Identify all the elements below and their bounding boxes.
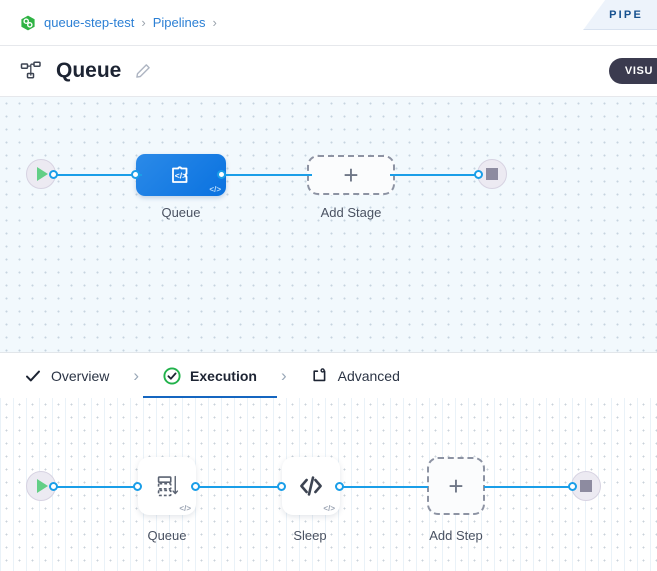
step-start-output-connector[interactable]: [49, 482, 58, 491]
edge-queue-to-addstage: [222, 174, 312, 176]
play-icon: [37, 479, 48, 493]
step-graph-canvas[interactable]: </> Queue </> Sleep + Add Step: [0, 398, 657, 571]
add-step-label: Add Step: [429, 528, 483, 543]
stage-graph-canvas[interactable]: </> </> Queue + Add Stage: [0, 97, 657, 352]
step-node-sleep-badge: </>: [323, 504, 335, 513]
stage-end-input-connector[interactable]: [474, 170, 483, 179]
stop-icon: [580, 480, 592, 492]
step-queue-output-connector[interactable]: [191, 482, 200, 491]
stage-end-node[interactable]: [477, 159, 507, 189]
breadcrumb-item-pipelines[interactable]: Pipelines: [152, 15, 206, 30]
ribbon-label: PIPE: [609, 8, 643, 21]
pipeline-tab-strip: Overview › Execution › Advanced: [0, 352, 657, 399]
check-circle-icon: [163, 366, 181, 385]
stage-node-queue-badge: </>: [209, 185, 221, 194]
sitemap-icon: [20, 59, 44, 83]
edge-queue-to-sleep: [196, 486, 282, 488]
breadcrumb-separator-2: ›: [212, 15, 217, 30]
edge-addstep-to-end: [484, 486, 576, 488]
edge-sleep-to-addstep: [340, 486, 428, 488]
stage-node-queue-label: Queue: [161, 205, 201, 220]
svg-text:</>: </>: [175, 170, 187, 180]
step-queue-input-connector[interactable]: [133, 482, 142, 491]
breadcrumb-item-project[interactable]: queue-step-test: [44, 15, 135, 30]
edge-start-to-queue-step: [52, 486, 138, 488]
step-end-input-connector[interactable]: [568, 482, 577, 491]
step-sleep-input-connector[interactable]: [277, 482, 286, 491]
step-node-queue[interactable]: </>: [138, 457, 196, 515]
pencil-icon[interactable]: [135, 63, 151, 79]
page-title: Queue: [56, 59, 122, 82]
pipelines-ribbon-tab[interactable]: PIPE: [583, 0, 657, 30]
breadcrumb-bar: queue-step-test › Pipelines ›: [0, 0, 657, 46]
visualize-button[interactable]: VISU: [608, 58, 657, 84]
tab-overview[interactable]: Overview: [22, 353, 111, 399]
stage-queue-input-connector[interactable]: [131, 170, 140, 179]
add-stage-button[interactable]: +: [307, 155, 395, 195]
breadcrumb-separator-1: ›: [141, 15, 146, 30]
add-stage-label: Add Stage: [320, 205, 382, 220]
project-logo-icon: [20, 15, 36, 31]
edge-start-to-queue: [52, 174, 142, 176]
folder-gear-icon: [311, 367, 329, 385]
stage-start-output-connector[interactable]: [49, 170, 58, 179]
tab-chevron-1: ›: [133, 365, 140, 385]
stop-icon: [486, 168, 498, 180]
tab-chevron-2: ›: [280, 365, 287, 385]
tab-advanced-label: Advanced: [337, 367, 400, 384]
play-icon: [37, 167, 48, 181]
step-node-queue-label: Queue: [147, 528, 187, 543]
tab-execution[interactable]: Execution: [143, 353, 277, 399]
stage-queue-output-connector[interactable]: [217, 170, 226, 179]
tab-advanced[interactable]: Advanced: [309, 353, 402, 399]
plus-icon: +: [343, 160, 359, 190]
step-node-sleep[interactable]: </>: [282, 457, 340, 515]
edge-addstage-to-end: [390, 174, 482, 176]
plus-icon: +: [448, 471, 464, 501]
check-icon: [24, 367, 42, 385]
step-sleep-output-connector[interactable]: [335, 482, 344, 491]
step-node-sleep-label: Sleep: [293, 528, 327, 543]
add-step-button[interactable]: +: [427, 457, 485, 515]
tab-execution-label: Execution: [190, 367, 257, 384]
stage-node-queue[interactable]: </> </>: [136, 154, 226, 196]
step-node-queue-badge: </>: [179, 504, 191, 513]
page-header: Queue VISU: [0, 46, 657, 97]
tab-overview-label: Overview: [51, 367, 110, 384]
